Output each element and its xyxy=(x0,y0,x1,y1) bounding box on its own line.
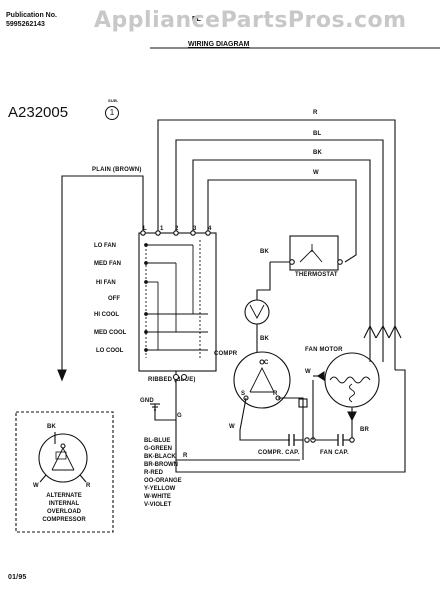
wire-bk xyxy=(192,159,371,330)
switch-pos-hi-cool: HI COOL xyxy=(94,312,119,318)
thermostat-label: THERMOSTAT xyxy=(295,272,338,278)
overload-protector xyxy=(244,299,270,325)
w-left-label: W xyxy=(229,424,235,430)
fan-cap-label: FAN CAP. xyxy=(320,450,349,456)
wire-label-r: R xyxy=(313,110,318,116)
compr-s-label: S xyxy=(241,391,246,397)
g-label: G xyxy=(177,413,182,419)
wire-label-bl: BL xyxy=(313,131,322,137)
wire-label-bk: BK xyxy=(313,150,323,156)
compr-s-wire xyxy=(239,397,290,441)
compr-c-label: C xyxy=(264,360,269,366)
legend-item: BR-BROWN xyxy=(144,462,178,468)
legend-item: Y-YELLOW xyxy=(144,486,176,492)
wire-r-return xyxy=(175,369,406,473)
switch-terminal-3: 3 xyxy=(193,226,197,232)
inset-r-label: R xyxy=(86,483,91,489)
switch-terminal-2: 2 xyxy=(175,226,179,232)
inset-bk-label: BK xyxy=(47,424,57,430)
wire-bk-thermo xyxy=(256,262,271,300)
inset-caption: ALTERNATE INTERNAL OVERLOAD COMPRESSOR xyxy=(34,492,94,524)
ground-wire xyxy=(154,404,176,421)
compr-cap-label: COMPR. CAP. xyxy=(258,450,300,456)
compr-label: COMPR xyxy=(214,351,238,357)
switch-terminal-1: 1 xyxy=(160,226,164,232)
switch-contacts xyxy=(144,243,148,352)
plain-brown-label: PLAIN (BROWN) xyxy=(92,167,142,173)
wire-brown xyxy=(61,175,144,372)
compr-r-wire xyxy=(278,397,304,408)
legend-item: R-RED xyxy=(144,470,163,476)
switch-terminal-l: L xyxy=(143,226,147,232)
legend-item: V-VIOLET xyxy=(144,502,172,508)
inset-caption-line: COMPRESSOR xyxy=(42,517,86,523)
inset-caption-line: ALTERNATE xyxy=(46,493,82,499)
switch-pos-off: OFF xyxy=(108,296,120,302)
compressor xyxy=(233,351,291,409)
fan-motor xyxy=(324,352,380,408)
switch-internals xyxy=(145,240,208,358)
switch-terminal-4: 4 xyxy=(208,226,212,232)
fan-speed-connectors xyxy=(363,324,402,370)
inset-caption-line: INTERNAL xyxy=(48,501,80,507)
watermark-text: AppliancePartsPros.com xyxy=(94,8,407,33)
publication-label: Publication No. xyxy=(6,12,57,19)
publication-number: 5995262143 xyxy=(6,21,45,28)
fan-cap xyxy=(337,434,344,446)
legend-item: BK-BLACK xyxy=(144,454,176,460)
arrow-down xyxy=(57,369,67,382)
inset-caption-line: OVERLOAD xyxy=(46,509,81,515)
ribbed-blue-label: RIBBED (BLUE) xyxy=(148,377,196,383)
legend-item: W-WHITE xyxy=(144,494,171,500)
switch-pos-lo-fan: LO FAN xyxy=(94,243,116,249)
wire-ribbed-blue xyxy=(175,371,300,461)
w-fan-label: W xyxy=(305,369,311,375)
inset-w-label: W xyxy=(33,483,39,489)
switch-pos-lo-cool: LO COOL xyxy=(96,348,124,354)
wire-bl xyxy=(175,139,384,330)
inset-box xyxy=(15,411,114,533)
fan-motor-label: FAN MOTOR xyxy=(305,347,343,353)
switch-pos-med-cool: MED COOL xyxy=(94,330,127,336)
wire-label-w: W xyxy=(313,170,319,176)
legend-item: BL-BLUE xyxy=(144,438,171,444)
wire-r xyxy=(157,119,396,330)
sub-label: SUB. xyxy=(108,98,119,103)
diagram-title: WIRING DIAGRAM xyxy=(188,41,250,48)
br-fan-label: BR xyxy=(360,427,370,433)
switch-pos-med-fan: MED FAN xyxy=(94,261,121,267)
bk-compr-label: BK xyxy=(260,336,270,342)
bk-thermo-label: BK xyxy=(260,249,270,255)
footer-date: 01/95 xyxy=(8,574,27,581)
wire-w xyxy=(207,179,357,263)
gnd-label: GND xyxy=(140,398,154,404)
switch-terminals xyxy=(140,230,211,236)
thermostat-box xyxy=(289,235,339,271)
color-legend: BL-BLUE G-GREEN BK-BLACK BR-BROWN R-RED … xyxy=(144,437,182,509)
legend-item: OO-ORANGE xyxy=(144,478,182,484)
sub-circle: 1 xyxy=(105,106,119,120)
r-bottom-label: R xyxy=(183,453,188,459)
switch-pos-hi-fan: HI FAN xyxy=(96,280,116,286)
header-partial-text: EL xyxy=(192,16,201,23)
model-number: A232005 xyxy=(8,104,69,121)
inset-compressor xyxy=(38,433,88,483)
compr-r-label: R xyxy=(273,391,278,397)
legend-item: G-GREEN xyxy=(144,446,173,452)
